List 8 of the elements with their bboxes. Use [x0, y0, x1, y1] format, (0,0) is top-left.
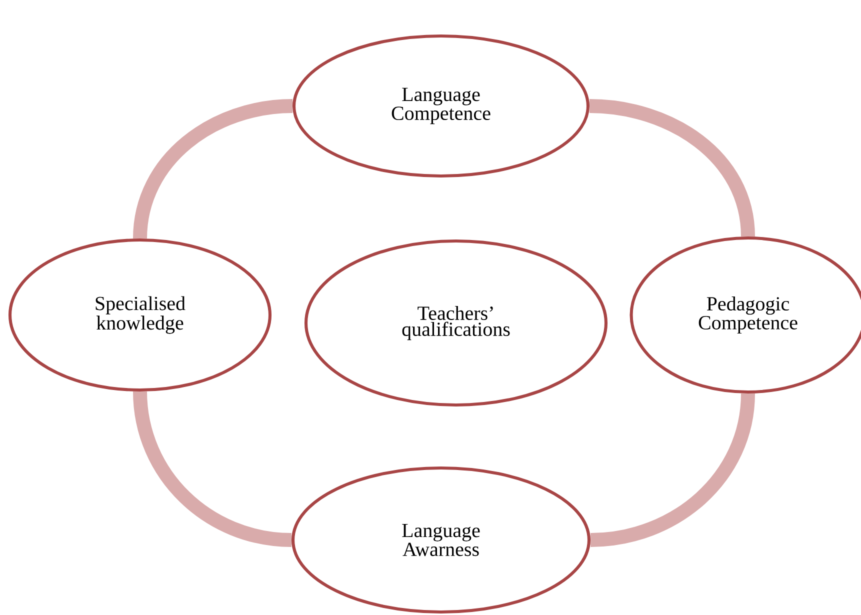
ellipse-node: Teachers’ qualifications	[304, 239, 608, 407]
ellipse-node: Specialised knowledge	[8, 238, 272, 392]
ring-connector	[133, 391, 292, 547]
ring-connector	[589, 99, 755, 238]
ring-connector	[590, 393, 755, 547]
ellipse-node: Language Competence	[292, 34, 590, 178]
ring-connector	[133, 99, 293, 239]
ellipse-node: Language Awarness	[291, 466, 591, 614]
